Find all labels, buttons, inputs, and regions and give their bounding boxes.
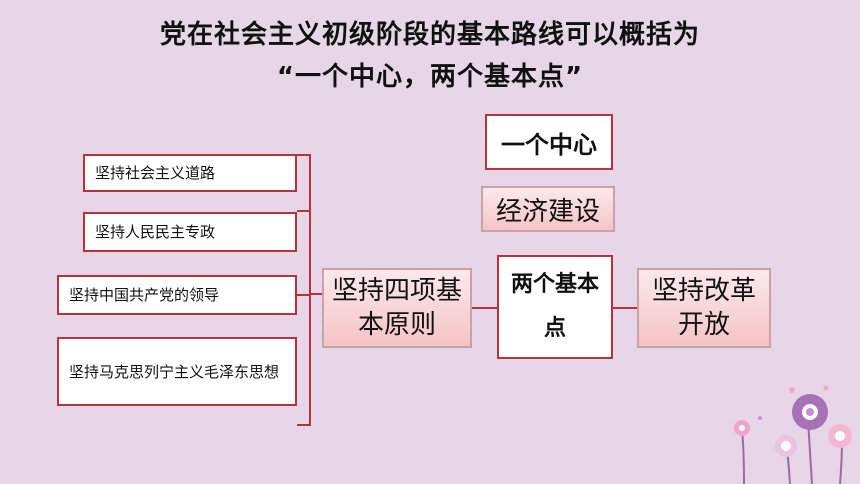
reform-opening-box: 坚持改革开放 (637, 268, 771, 348)
principle-item-4: 坚持马克思列宁主义毛泽东思想 (57, 337, 297, 406)
connector-item3 (297, 294, 311, 296)
principle-item-1: 坚持社会主义道路 (83, 154, 297, 192)
bracket-vertical-line (309, 154, 311, 426)
principle-item-2: 坚持人民民主专政 (83, 212, 297, 252)
principle-item-3: 坚持中国共产党的领导 (57, 275, 297, 315)
connector-points-reform (612, 307, 638, 309)
principle-item-3-label: 坚持中国共产党的领导 (69, 286, 220, 304)
four-principles-box: 坚持四项基本原则 (322, 268, 472, 348)
principle-item-4-label: 坚持马克思列宁主义毛泽东思想 (69, 362, 280, 381)
two-basic-points-box: 两个基本点 (497, 255, 613, 359)
connector-principles-points (471, 307, 499, 309)
page-title-line2: “一个中心，两个基本点” (276, 62, 584, 92)
one-center-title: 一个中心 (485, 114, 613, 170)
principle-item-1-label: 坚持社会主义道路 (95, 164, 216, 182)
connector-item1 (297, 154, 311, 156)
economic-construction-box: 经济建设 (481, 186, 615, 232)
connector-bracket-principles (309, 293, 323, 295)
principle-item-2-label: 坚持人民民主专政 (95, 223, 216, 241)
page-title-line1: 党在社会主义初级阶段的基本路线可以概括为 (159, 20, 700, 50)
connector-item2 (297, 210, 311, 212)
connector-item4 (297, 424, 311, 426)
